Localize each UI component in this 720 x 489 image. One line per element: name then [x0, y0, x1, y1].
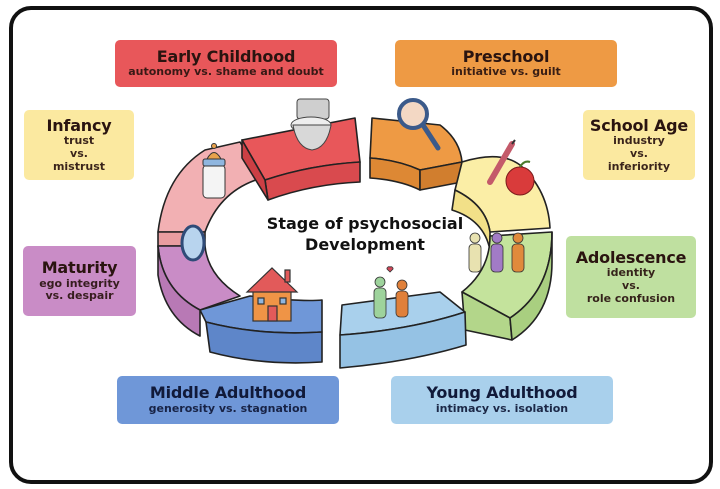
stage-name: School Age: [589, 115, 689, 135]
stage-label-young-adulthood: Young Adulthood intimacy vs. isolation: [391, 376, 613, 424]
stage-conflict-line1: identity: [606, 266, 656, 280]
title-line-1: Stage of psychosocial: [266, 214, 464, 233]
baby-bottle-icon: [202, 143, 226, 199]
stage-label-middle-adulthood: Middle Adulthood generosity vs. stagnati…: [117, 376, 339, 424]
diagram-title: Stage of psychosocial Development: [240, 214, 490, 256]
stage-conflict-line1: ego integrity: [39, 276, 120, 290]
people-group-icon: [468, 232, 525, 273]
stage-conflict: intimacy vs. isolation: [435, 401, 569, 415]
stage-label-infancy: Infancy trust vs. mistrust: [24, 110, 134, 180]
stage-conflict-line2: vs. despair: [45, 289, 114, 303]
wheel-segment-preschool: [369, 117, 463, 191]
stage-conflict: autonomy vs. shame and doubt: [128, 65, 324, 79]
stage-conflict-line3: inferiority: [607, 159, 671, 173]
stage-name: Young Adulthood: [426, 383, 578, 403]
toilet-icon: [290, 98, 332, 151]
stage-name: Maturity: [41, 258, 118, 278]
mirror-icon: [180, 224, 206, 262]
stage-label-adolescence: Adolescence identity vs. role confusion: [566, 236, 696, 318]
title-line-2: Development: [305, 234, 425, 254]
magnifying-glass-icon: [397, 98, 441, 151]
stage-name: Early Childhood: [156, 46, 296, 66]
stage-label-school-age: School Age industry vs. inferiority: [583, 110, 695, 180]
stage-conflict-line1: trust: [63, 134, 95, 148]
stage-name: Preschool: [462, 46, 550, 66]
stage-conflict-line2: vs.: [622, 278, 640, 292]
stage-name: Adolescence: [575, 247, 687, 267]
apple-icon: [505, 160, 535, 196]
stage-conflict-line3: role confusion: [586, 291, 676, 305]
wheel-segment-maturity: [157, 245, 241, 337]
house-icon: [245, 267, 299, 322]
stage-label-preschool: Preschool initiative vs. guilt: [395, 40, 617, 87]
stage-name: Middle Adulthood: [149, 383, 307, 403]
stage-name: Infancy: [46, 115, 112, 135]
stage-conflict-line2: vs.: [70, 146, 88, 160]
couple-icon: [373, 266, 409, 319]
stage-conflict: generosity vs. stagnation: [148, 401, 308, 415]
stage-label-early-childhood: Early Childhood autonomy vs. shame and d…: [115, 40, 337, 87]
stage-conflict-line1: industry: [613, 134, 665, 148]
stage-conflict-line2: vs.: [630, 146, 648, 160]
wheel-segment-early-childhood: [241, 117, 361, 201]
stage-label-maturity: Maturity ego integrity vs. despair: [23, 246, 136, 316]
pencil-icon: [487, 139, 516, 185]
stage-conflict: initiative vs. guilt: [451, 65, 561, 79]
stage-conflict-line3: mistrust: [52, 159, 106, 173]
